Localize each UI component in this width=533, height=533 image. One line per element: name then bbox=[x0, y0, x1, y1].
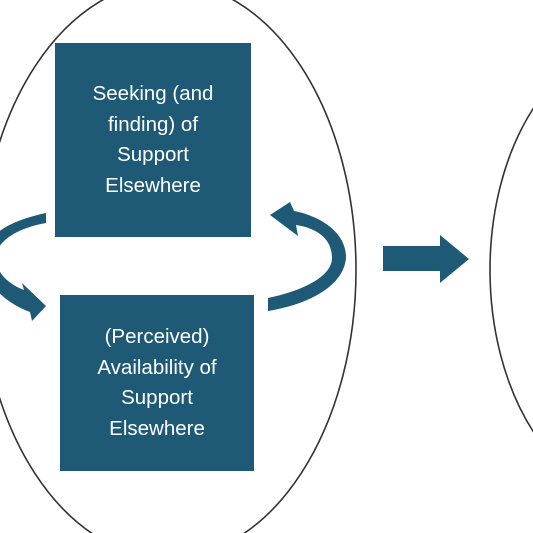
node-seeking-support-line-4: Elsewhere bbox=[105, 173, 201, 197]
node-perceived-availability-line-1: (Perceived) bbox=[104, 325, 210, 348]
node-perceived-availability-line-3: Support bbox=[121, 386, 193, 409]
right-block-arrow bbox=[383, 235, 469, 283]
left-group-ellipse bbox=[0, 0, 357, 533]
node-seeking-support: Seeking (and finding) of Support Elsewhe… bbox=[55, 43, 251, 237]
right-group-ellipse bbox=[489, 107, 533, 433]
node-perceived-availability-line-4: Elsewhere bbox=[109, 416, 205, 440]
left-curved-arrow bbox=[0, 213, 46, 321]
right-curved-arrow bbox=[268, 202, 346, 311]
node-seeking-support-line-3: Support bbox=[117, 143, 189, 166]
node-perceived-availability: (Perceived) Availability of Support Else… bbox=[60, 295, 254, 471]
node-seeking-support-line-2: finding) of bbox=[107, 112, 199, 136]
node-seeking-support-line-1: Seeking (and bbox=[92, 82, 214, 105]
node-perceived-availability-line-2: Availability of bbox=[97, 355, 217, 379]
